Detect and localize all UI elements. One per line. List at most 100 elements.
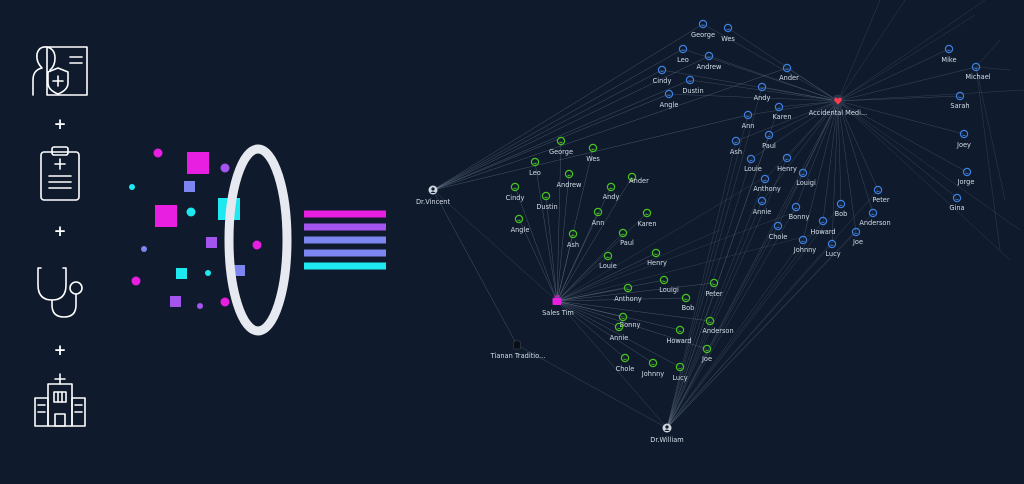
data-dot-7	[205, 270, 211, 276]
blue-node[interactable]	[952, 193, 962, 203]
blue-node[interactable]	[782, 153, 792, 163]
hub-sales[interactable]: Sales Tim	[542, 295, 574, 317]
blue-node[interactable]	[757, 82, 767, 92]
blue-node-label: Louigi	[796, 179, 816, 187]
blue-node[interactable]	[731, 136, 741, 146]
data-dot-0	[153, 148, 163, 158]
green-node[interactable]	[675, 325, 685, 335]
green-node-label: Louie	[599, 262, 617, 270]
green-node[interactable]	[623, 283, 633, 293]
green-node[interactable]	[603, 251, 613, 261]
green-node[interactable]	[709, 278, 719, 288]
green-node[interactable]	[618, 312, 628, 322]
blue-node[interactable]	[944, 44, 954, 54]
blue-node[interactable]	[836, 199, 846, 209]
blue-node[interactable]	[959, 129, 969, 139]
hub-william[interactable]: Dr.William	[650, 423, 684, 445]
green-node[interactable]	[681, 293, 691, 303]
blue-node[interactable]	[868, 208, 878, 218]
blue-node[interactable]	[873, 185, 883, 195]
green-node[interactable]	[514, 214, 524, 224]
hub-accident[interactable]: Accidental Medi...	[809, 94, 868, 118]
graph-edge	[975, 39, 1001, 68]
funnel-ring	[224, 144, 292, 336]
green-node-label: Cindy	[506, 194, 525, 202]
green-node[interactable]	[614, 322, 624, 332]
blue-node-label: Jorge	[957, 178, 975, 186]
green-node[interactable]	[606, 182, 616, 192]
graph-edge	[708, 55, 839, 102]
blue-node[interactable]	[818, 216, 828, 226]
green-node-label: Bonny	[620, 321, 641, 329]
blue-node[interactable]	[774, 102, 784, 112]
green-node[interactable]	[705, 316, 715, 326]
blue-node[interactable]	[664, 89, 674, 99]
green-node[interactable]	[648, 358, 658, 368]
blue-node-label: Chole	[769, 233, 788, 241]
blue-node[interactable]	[773, 221, 783, 231]
green-node[interactable]	[627, 172, 637, 182]
green-node[interactable]	[659, 275, 669, 285]
green-node-label: Angle	[511, 226, 530, 234]
blue-node[interactable]	[678, 44, 688, 54]
blue-node[interactable]	[798, 168, 808, 178]
graph-edge	[837, 66, 977, 102]
blue-node[interactable]	[757, 196, 767, 206]
blue-node[interactable]	[685, 75, 695, 85]
graph-edge	[727, 27, 839, 102]
green-node[interactable]	[556, 136, 566, 146]
graph-edge	[556, 300, 681, 331]
blue-node[interactable]	[782, 63, 792, 73]
graph-edge	[837, 0, 986, 102]
blue-node[interactable]	[791, 202, 801, 212]
blue-node-label: Louie	[744, 165, 762, 173]
blue-node[interactable]	[955, 91, 965, 101]
green-node[interactable]	[702, 344, 712, 354]
graph-edge	[802, 100, 839, 174]
blue-node[interactable]	[798, 235, 808, 245]
green-node[interactable]	[642, 208, 652, 218]
green-node[interactable]	[593, 207, 603, 217]
graph-edge	[556, 140, 562, 302]
green-node[interactable]	[620, 353, 630, 363]
graph-edge	[556, 179, 761, 302]
graph-edges	[432, 0, 1024, 429]
blue-node[interactable]	[723, 23, 733, 33]
graph-edge	[432, 69, 663, 191]
graph-edge	[837, 0, 906, 102]
blue-node[interactable]	[743, 110, 753, 120]
green-node-label: Louigi	[659, 286, 679, 294]
blue-node[interactable]	[704, 51, 714, 61]
green-node-label: Anthony	[614, 295, 642, 303]
blue-node[interactable]	[962, 167, 972, 177]
graph-edge	[556, 300, 654, 364]
graph-edge	[518, 218, 558, 302]
blue-node[interactable]	[760, 174, 770, 184]
green-node[interactable]	[675, 362, 685, 372]
green-node[interactable]	[510, 182, 520, 192]
blue-node[interactable]	[746, 154, 756, 164]
data-dot-2	[129, 184, 135, 190]
hub-tianan[interactable]: Tianan Traditio...	[490, 339, 546, 360]
blue-node[interactable]	[698, 19, 708, 29]
green-node[interactable]	[564, 169, 574, 179]
blue-node-label: Bonny	[789, 213, 810, 221]
graph-edge	[666, 203, 842, 429]
blue-node[interactable]	[851, 227, 861, 237]
graph-edge	[822, 100, 839, 222]
green-node[interactable]	[568, 229, 578, 239]
green-node[interactable]	[530, 157, 540, 167]
green-node[interactable]	[541, 191, 551, 201]
green-node[interactable]	[651, 248, 661, 258]
graph-edge	[556, 232, 624, 302]
graph-edge	[837, 100, 968, 173]
output-stripe-2	[304, 236, 386, 244]
blue-node[interactable]	[971, 62, 981, 72]
green-node[interactable]	[618, 228, 628, 238]
blue-node[interactable]	[827, 239, 837, 249]
blue-node[interactable]	[764, 130, 774, 140]
hub-vincent[interactable]: Dr.Vincent	[416, 185, 451, 207]
green-node[interactable]	[588, 143, 598, 153]
blue-node[interactable]	[657, 65, 667, 75]
graph-edge	[666, 206, 797, 429]
